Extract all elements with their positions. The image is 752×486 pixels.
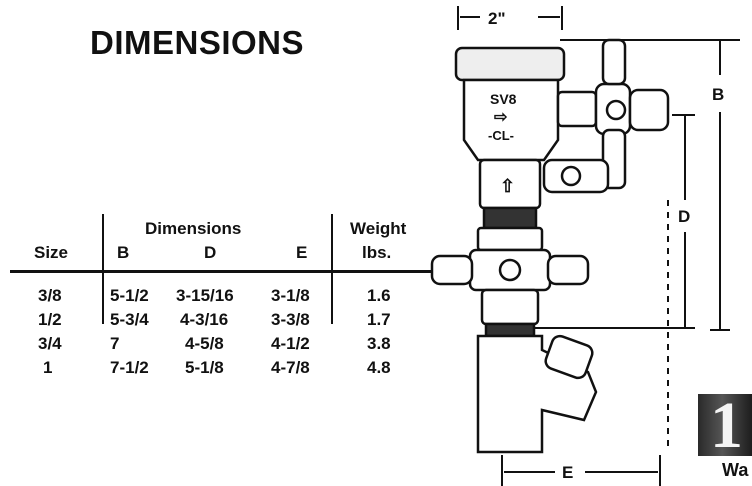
d-cell: 4-5/8 [185,334,224,353]
b-cell: 5-1/2 [110,286,149,305]
weight-cell: 4.8 [367,358,391,377]
badge-number: 1 [710,394,743,462]
valve-assembly-diagram: 2" B D E SV8 ⇨ -CL- ⇧ [420,0,752,486]
b-cell: 7-1/2 [110,358,149,377]
centerline-marking: -CL- [488,128,514,143]
dimensions-group-header: Dimensions [145,219,242,238]
valve-model-marking: SV8 [490,91,517,107]
e-cell: 3-3/8 [271,310,310,329]
d-cell: 3-15/16 [176,286,234,305]
size-cell: 1 [43,358,53,377]
size-column-header: Size [34,243,69,262]
b-cell: 7 [110,334,120,353]
d-cell: 4-3/16 [180,310,229,329]
dimension-e-label: E [562,463,573,482]
b-cell: 5-3/4 [110,310,149,329]
size-cell: 3/8 [38,286,62,305]
valve-assembly-drawing: 2" B D E SV8 ⇨ -CL- ⇧ [430,6,740,486]
flow-direction-marking: ⇨ [494,109,508,126]
badge-strip: Wa [698,456,752,486]
dimension-d-label: D [678,207,690,226]
e-cell: 4-1/2 [271,334,310,353]
table-column-divider-left [102,214,104,324]
dimension-b-label: B [712,85,724,104]
b-column-header: B [117,243,130,262]
e-cell: 4-7/8 [271,358,310,377]
weight-unit-header: lbs. [362,243,392,262]
page-title: DIMENSIONS [90,24,305,61]
d-cell: 5-1/8 [185,358,224,377]
corner-badge: 1 Wa [698,394,752,486]
flow-up-arrow: ⇧ [500,176,515,196]
size-cell: 3/4 [38,334,62,353]
e-column-header: E [296,243,308,262]
d-column-header: D [204,243,217,262]
weight-header: Weight [350,219,407,238]
e-cell: 3-1/8 [271,286,310,305]
weight-cell: 1.7 [367,310,391,329]
size-cell: 1/2 [38,310,62,329]
table-header-rule [10,270,434,273]
badge-text: Wa [722,460,749,480]
table-column-divider-right [331,214,333,324]
dimension-2in-label: 2" [488,9,506,28]
weight-cell: 1.6 [367,286,391,305]
weight-cell: 3.8 [367,334,391,353]
